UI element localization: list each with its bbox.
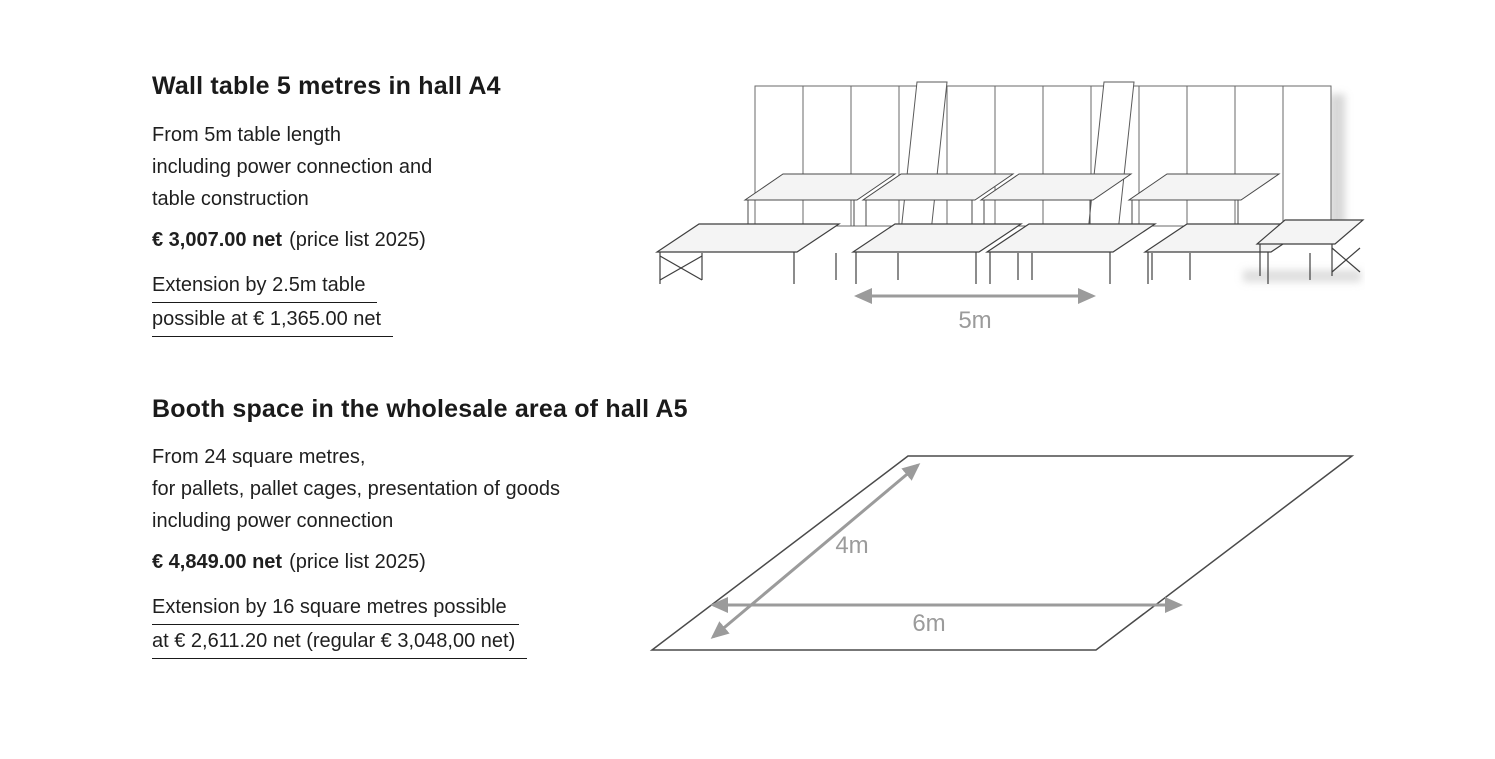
section-2-price-line: € 4,849.00 net (price list 2025) — [152, 551, 426, 574]
price-amount: € 4,849.00 net — [152, 551, 283, 573]
back-tables — [743, 173, 1281, 226]
extension-line: at € 2,611.20 net (regular € 3,048,00 ne… — [152, 630, 528, 659]
price-note: (price list 2025) — [289, 551, 426, 573]
wall-table-illustration: 5m — [655, 81, 1365, 334]
price-note: (price list 2025) — [289, 229, 426, 251]
price-amount: € 3,007.00 net — [152, 229, 283, 251]
extension-line: Extension by 16 square metres possible — [152, 596, 519, 625]
dimension-label-5m: 5m — [958, 307, 991, 334]
description-line: including power connection and — [152, 156, 433, 178]
table-shadow — [1243, 270, 1361, 282]
description-line: table construction — [152, 188, 309, 210]
booth-area-illustration: 4m 6m — [649, 455, 1355, 651]
wall-shadow — [1329, 94, 1345, 230]
description-line: From 24 square metres, — [152, 446, 366, 468]
section-1-price-line: € 3,007.00 net (price list 2025) — [152, 229, 426, 252]
floor-area-outline — [649, 455, 1355, 651]
section-1-description: From 5m table length including power con… — [152, 119, 432, 215]
wall-panels — [754, 85, 1332, 227]
section-2-description: From 24 square metres, for pallets, pall… — [152, 441, 560, 537]
section-1-extension-note: Extension by 2.5m table possible at € 1,… — [152, 274, 394, 342]
dimension-label-6m: 6m — [912, 610, 945, 637]
extension-line: Extension by 2.5m table — [152, 274, 378, 303]
section-2-extension-note: Extension by 16 square metres possible a… — [152, 596, 528, 664]
dimension-label-4m: 4m — [835, 532, 868, 559]
description-line: for pallets, pallet cages, presentation … — [152, 478, 561, 500]
description-line: From 5m table length — [152, 124, 341, 146]
description-line: including power connection — [152, 510, 394, 532]
extension-line: possible at € 1,365.00 net — [152, 308, 394, 337]
section-2-title: Booth space in the wholesale area of hal… — [152, 395, 688, 423]
section-1-title: Wall table 5 metres in hall A4 — [152, 72, 501, 100]
front-tables — [655, 219, 1365, 284]
